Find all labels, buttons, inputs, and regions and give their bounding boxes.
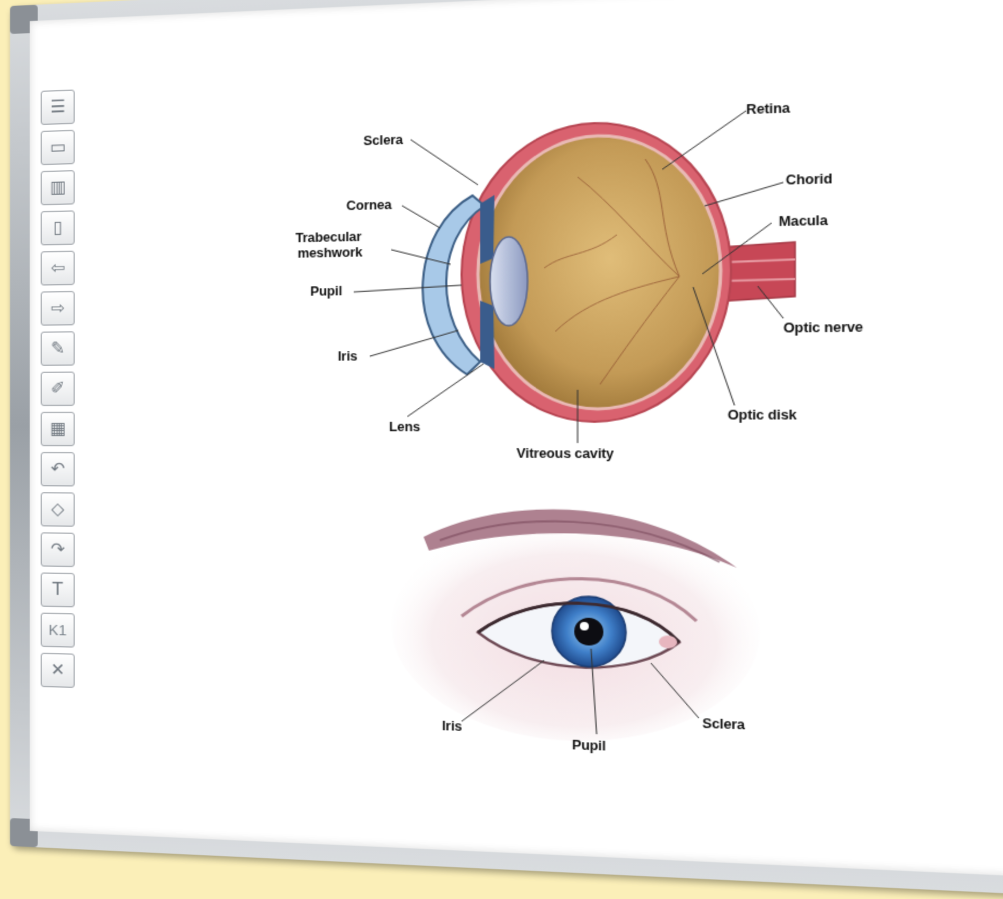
save-icon: ▭	[50, 137, 66, 158]
layers-button[interactable]: ☰	[41, 90, 75, 125]
external-eye	[386, 490, 766, 753]
label-lens: Lens	[389, 420, 420, 435]
label-macula: Macula	[779, 213, 828, 229]
label-cornea: Cornea	[346, 198, 391, 214]
label-iris: Iris	[338, 349, 358, 364]
left-toolbar: ☰ ▭ ▥ ▯ ⇦ ⇨ ✎ ✐ ▦ ↶ ◇ ↷ T K1 ✕	[36, 89, 80, 688]
new-page-icon: ▯	[53, 218, 62, 238]
grid-tools-icon: ▦	[50, 419, 66, 439]
label-chorid: Chorid	[786, 171, 833, 187]
pen-select-icon: ✎	[51, 338, 65, 358]
pages-icon: ▥	[50, 177, 66, 198]
eye-anatomy-diagram: Sclera Cornea Trabecular meshwork Pupil …	[233, 66, 854, 482]
layers-icon: ☰	[50, 97, 65, 118]
pages-button[interactable]: ▥	[41, 170, 75, 205]
grid-tools-button[interactable]: ▦	[41, 412, 75, 446]
label-optic-nerve: Optic nerve	[783, 320, 863, 336]
label-face-sclera: Sclera	[702, 716, 745, 732]
k1-button: K1	[49, 621, 67, 639]
undo-icon: ↶	[51, 459, 65, 479]
label-meshwork: meshwork	[298, 245, 363, 261]
next-page-icon: ⇨	[51, 298, 65, 318]
label-face-iris: Iris	[442, 719, 462, 734]
highlighter-button[interactable]: ✐	[41, 372, 75, 406]
close-button[interactable]: ✕	[41, 653, 75, 688]
previous-page-icon: ⇦	[51, 258, 65, 278]
close-icon: ✕	[51, 660, 65, 680]
text-tool-button[interactable]: T	[41, 573, 75, 608]
eraser-icon: ◇	[51, 499, 64, 519]
label-retina: Retina	[746, 101, 790, 118]
text-tool-icon: T	[52, 580, 62, 600]
redo-button[interactable]: ↷	[41, 532, 75, 567]
undo-button[interactable]: ↶	[41, 452, 75, 486]
label-trabecular: Trabecular	[295, 229, 361, 245]
label-sclera: Sclera	[363, 133, 403, 149]
eraser-button[interactable]: ◇	[41, 492, 75, 527]
label-pupil: Pupil	[310, 284, 342, 299]
label-optic-disk: Optic disk	[728, 407, 797, 422]
next-page-button[interactable]: ⇨	[41, 291, 75, 326]
pen-select-button[interactable]: ✎	[41, 331, 75, 365]
label-vitreous-cavity: Vitreous cavity	[516, 446, 613, 461]
new-page-button[interactable]: ▯	[41, 210, 75, 245]
label-face-pupil: Pupil	[572, 738, 606, 754]
whiteboard: ☰ ▭ ▥ ▯ ⇦ ⇨ ✎ ✐ ▦ ↶ ◇ ↷ T K1 ✕ ☰ ▭ ▥ ▯ ⇦ ⇨ ✎ ✐ ▦ ↶ ◇ ↷ T K1 ✕	[10, 0, 1003, 899]
save-button[interactable]: ▭	[41, 130, 75, 165]
redo-icon: ↷	[51, 540, 65, 560]
writing-surface[interactable]: ☰ ▭ ▥ ▯ ⇦ ⇨ ✎ ✐ ▦ ↶ ◇ ↷ T K1 ✕ ☰ ▭ ▥ ▯ ⇦ ⇨ ✎ ✐ ▦ ↶ ◇ ↷ T K1 ✕	[30, 0, 1003, 880]
k1-button[interactable]: K1	[41, 613, 75, 648]
previous-page-button[interactable]: ⇦	[41, 251, 75, 286]
highlighter-icon: ✐	[51, 379, 65, 399]
external-eye-illustration: Iris Pupil Sclera	[386, 490, 766, 753]
